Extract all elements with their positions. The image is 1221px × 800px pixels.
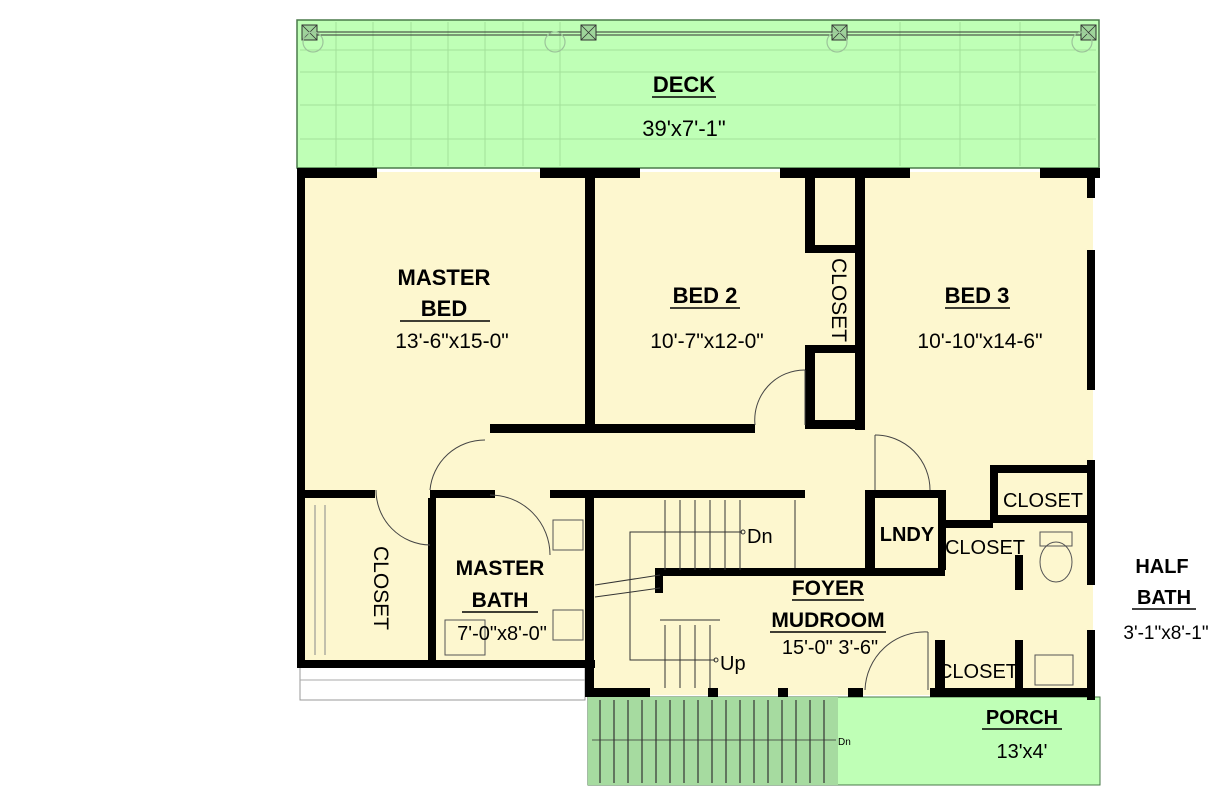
stair-down-label: Dn [747,526,773,548]
master-bed-size: 13'-6"x15-0" [395,330,508,353]
bed-2-label: BED 2 [673,283,738,308]
stair-up-label: Up [720,653,746,675]
half-bath: HALF BATH 3'-1"x8'-1" [1123,556,1208,644]
master-closet-label: CLOSET [369,546,392,630]
master-bed-label-2: BED [421,296,467,321]
master-bath-label-2: BATH [472,589,529,612]
bed-3-size: 10'-10"x14-6" [917,330,1042,353]
deck-size: 39'x7'-1" [642,116,725,141]
sink-icon [552,609,584,641]
bed-3-label: BED 3 [945,283,1010,308]
interior-stairs [594,500,796,688]
porch-size: 13'x4' [996,741,1047,763]
door-swings [375,369,931,691]
foyer-label-2: MUDROOM [771,609,884,632]
half-bath-label-1: HALF [1135,556,1188,578]
master-bed: MASTER BED 13'-6"x15-0" [395,265,508,353]
foyer-label-1: FOYER [792,577,864,600]
sink-icon [1034,654,1074,686]
closet-mid-right-label: CLOSET [945,537,1025,559]
foyer-mudroom: FOYER MUDROOM 15'-0" 3'-6" [770,577,886,659]
porch-label: PORCH [986,707,1058,729]
fixtures [314,505,1074,686]
closet-between-beds-label: CLOSET [827,258,850,342]
closet-lower-right-label: CLOSET [938,661,1018,683]
toilet-icon [1039,541,1073,583]
walls [297,168,1100,700]
laundry-label: LNDY [880,524,935,546]
deck-label: DECK [653,72,715,97]
master-bath-label-1: MASTER [456,557,545,580]
bed-3: BED 3 10'-10"x14-6" [917,283,1042,353]
porch: Dn PORCH 13'x4' [587,696,1101,786]
porch-stair-down-label: Dn [838,737,851,748]
interior [299,172,1093,701]
shower-icon [444,619,486,656]
master-bath-size: 7'-0"x8'-0" [457,623,547,645]
half-bath-size: 3'-1"x8'-1" [1123,623,1208,644]
deck: DECK 39'x7'-1" [296,19,1100,169]
master-bath: MASTER BATH 7'-0"x8'-0" [456,557,547,645]
sink-icon [552,519,584,551]
bed-2-size: 10'-7"x12-0" [650,330,763,353]
master-bed-label-1: MASTER [398,265,491,290]
foyer-size: 15'-0" 3'-6" [782,637,878,659]
closet-upper-right-label: CLOSET [1003,490,1083,512]
bed-2: BED 2 10'-7"x12-0" [650,283,763,353]
half-bath-label-2: BATH [1137,587,1191,609]
